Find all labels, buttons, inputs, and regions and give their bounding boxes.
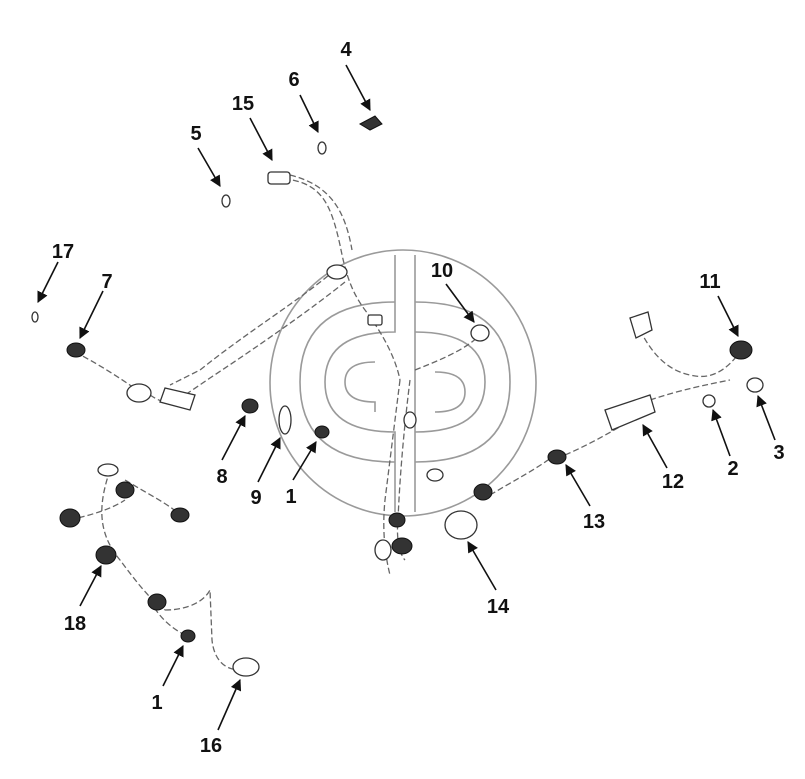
- callout-17: 17: [52, 241, 74, 263]
- callout-2: 2: [727, 458, 738, 480]
- parts: [31, 115, 764, 677]
- callout-7: 7: [101, 271, 112, 293]
- callout-15: 15: [232, 93, 254, 115]
- callout-5: 5: [190, 123, 201, 145]
- callout-16: 16: [200, 735, 222, 757]
- callout-3: 3: [773, 442, 784, 464]
- leader-arrows: [37, 64, 776, 731]
- callout-18: 18: [64, 613, 86, 635]
- callout-4: 4: [340, 39, 352, 61]
- callout-11: 11: [699, 271, 720, 293]
- callout-8: 8: [216, 466, 227, 488]
- callout-labels: 4 15 6 5 17 7 10 11 8 9 1 2 3 12 13 14 1…: [52, 39, 785, 757]
- callout-9: 9: [250, 487, 261, 509]
- callout-6: 6: [288, 69, 299, 91]
- hose-lines: [69, 174, 741, 671]
- callout-10: 10: [431, 260, 453, 282]
- callout-1-lower: 1: [151, 692, 162, 714]
- callout-1-upper: 1: [285, 486, 296, 508]
- callout-14: 14: [487, 596, 510, 618]
- callout-12: 12: [662, 471, 684, 493]
- callout-13: 13: [583, 511, 605, 533]
